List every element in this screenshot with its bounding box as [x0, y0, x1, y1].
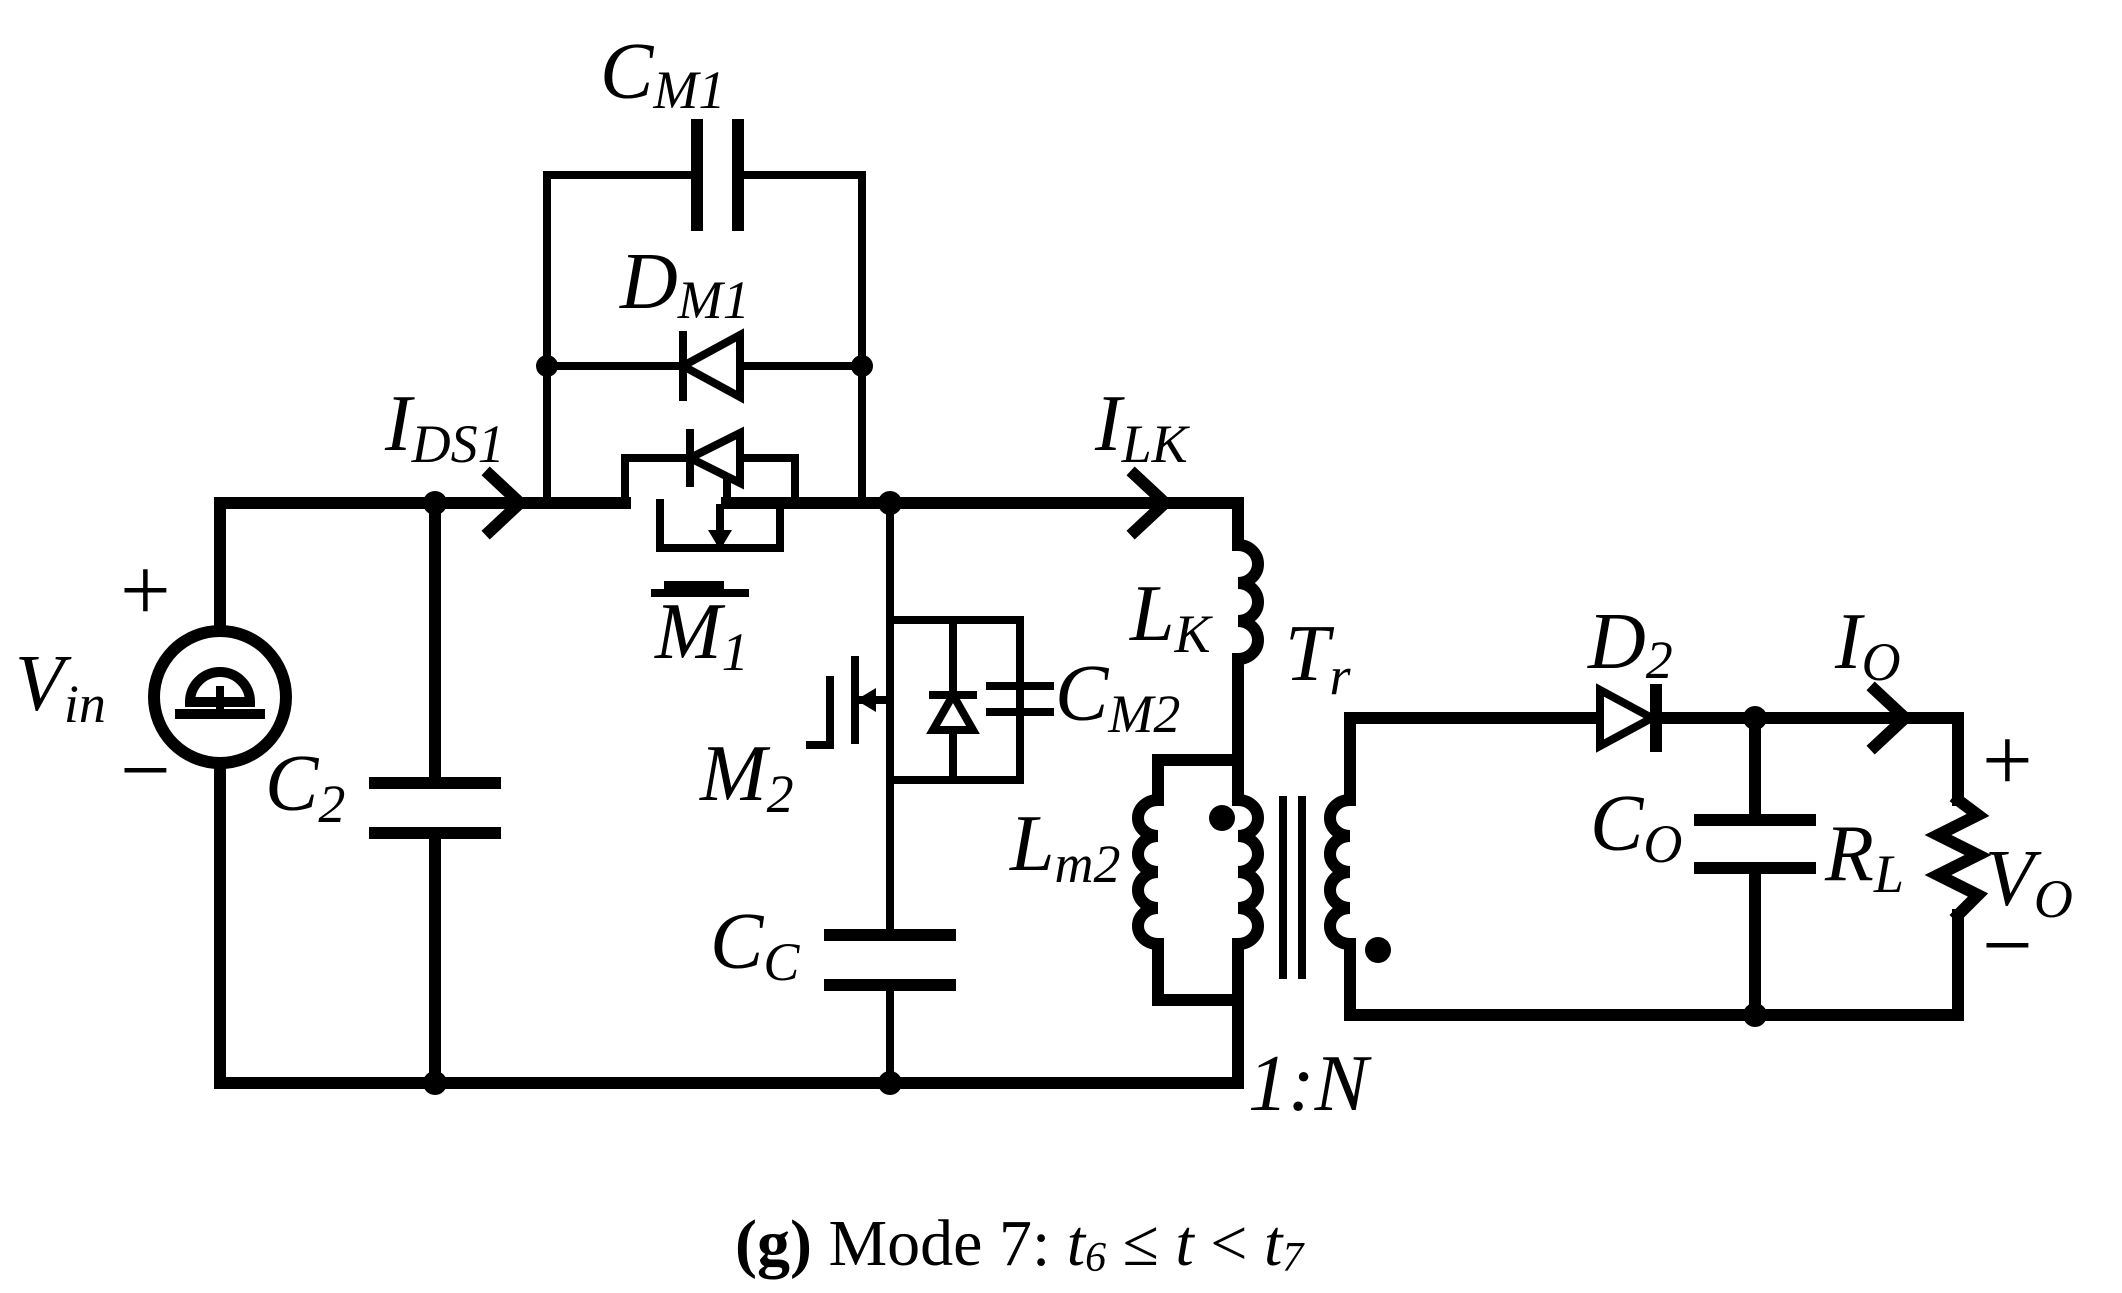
inductor-lk [1231, 538, 1264, 668]
label-cm2: CM2 [1055, 650, 1180, 744]
junction-dot [878, 1071, 902, 1095]
label-cc: CC [710, 898, 800, 992]
resistor-rl [1924, 791, 1992, 924]
arrow-ilk-icon [1126, 466, 1174, 540]
label-lk: LK [1129, 570, 1214, 664]
output-top-rail [1652, 712, 1964, 806]
lm2-top-wire [1152, 754, 1244, 806]
vin-minus-sign: − [120, 721, 171, 820]
label-ids1: IDS1 [384, 380, 505, 474]
cm1-left-wire [543, 171, 701, 507]
diode-dm1 [664, 328, 744, 404]
cm1-right-wire [734, 171, 866, 507]
junction-dot [423, 1071, 447, 1095]
bottom-rail [214, 1039, 1244, 1089]
label-io: IO [1834, 598, 1901, 692]
vin-source [148, 625, 292, 769]
capacitor-cm1 [691, 119, 744, 231]
label-c2: C2 [265, 740, 345, 834]
junction-dot [1743, 706, 1767, 730]
label-vin: Vin [15, 640, 106, 734]
label-turns-ratio: 1:N [1248, 1040, 1373, 1128]
label-rl: RL [1824, 810, 1904, 904]
diode-d2 [1596, 683, 1662, 753]
capacitor-c2 [369, 777, 501, 839]
source-symbol-icon [184, 667, 256, 707]
inductor-lm2 [1132, 793, 1165, 952]
label-m1: M1 [654, 588, 749, 682]
capacitor-cm2 [986, 676, 1054, 716]
label-ilk: ILK [1094, 380, 1191, 474]
label-vo: VO [1985, 835, 2073, 929]
arrow-ids1-icon [481, 466, 529, 540]
junction-dot [1743, 1003, 1767, 1027]
junction-dot [878, 491, 902, 515]
lm2-bottom-wire [1152, 939, 1244, 1006]
junction-dot [536, 355, 558, 377]
output-bottom-rail [1344, 909, 1964, 1021]
junction-dot [851, 355, 873, 377]
current-arrows [481, 466, 1914, 755]
capacitor-cc [824, 929, 956, 991]
junction-dot [423, 491, 447, 515]
label-cm1: CM1 [600, 28, 725, 120]
label-tr: Tr [1285, 610, 1352, 706]
label-lm2: Lm2 [1009, 800, 1121, 894]
vo-minus-sign: − [1982, 896, 2033, 995]
transformer-tr [1209, 793, 1391, 979]
polarity-dot-secondary [1365, 937, 1391, 963]
label-co: CO [1590, 780, 1682, 874]
polarity-dot-primary [1209, 805, 1235, 831]
wires [214, 171, 1964, 1089]
mosfet-m2 [806, 616, 1024, 784]
vin-plus-sign: + [120, 541, 171, 640]
arrow-io-icon [1866, 681, 1914, 755]
label-dm1: DM1 [619, 238, 750, 330]
junctions [423, 355, 1767, 1095]
vo-plus-sign: + [1982, 711, 2033, 810]
component-labels: CM1 DM1 IDS1 ILK Vin + − C2 M1 M2 CM2 CC… [15, 28, 2073, 1128]
secondary-top-wire [1344, 712, 1601, 806]
label-d2: D2 [1587, 598, 1673, 690]
mosfet-m1 [621, 426, 799, 597]
figure-caption: (g) Mode 7: t6 ≤ t < t7 [735, 1207, 1305, 1281]
label-m2: M2 [699, 730, 794, 824]
capacitor-co [1694, 814, 1816, 874]
